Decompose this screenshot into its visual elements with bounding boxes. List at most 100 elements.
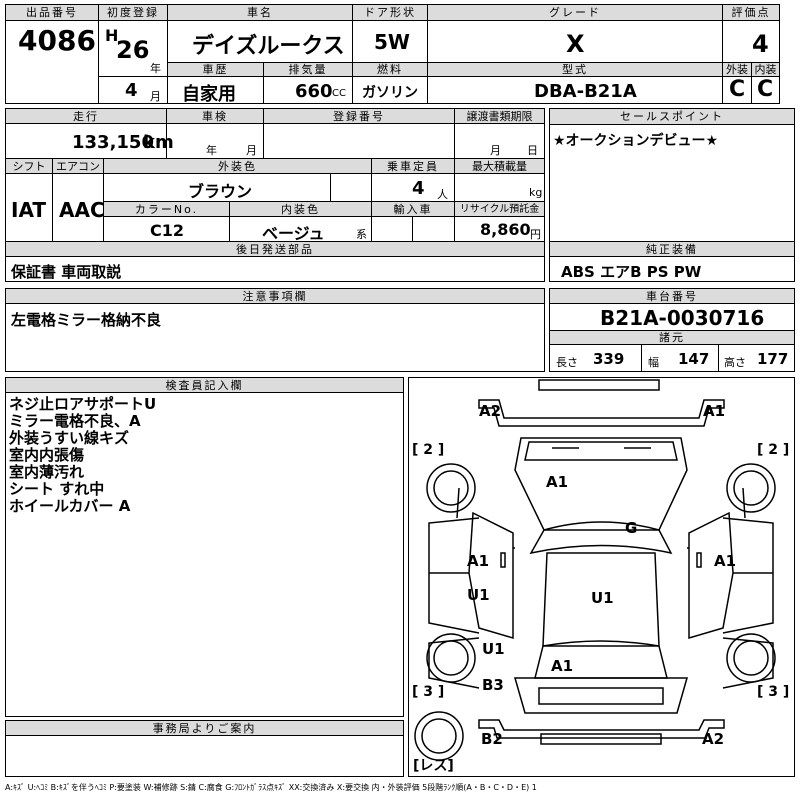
capacity: 4 <box>412 178 425 199</box>
damage-mark: U1 <box>591 589 614 607</box>
displacement-label: 排気量 <box>264 63 352 77</box>
fuel: ガソリン <box>362 85 418 101</box>
lot-number: 4086 <box>18 24 96 57</box>
mileage-unit: km <box>143 132 174 153</box>
damage-mark: U1 <box>467 586 490 604</box>
inspector-line: ホイールカバー A <box>9 497 131 515</box>
grade: X <box>566 30 585 58</box>
recycle: 8,860 <box>480 220 531 239</box>
tire-mark: [ 2 ] <box>757 442 789 458</box>
color-no: C12 <box>150 221 185 240</box>
inspector-line: ネジ止ロアサポートU <box>9 395 157 413</box>
damage-mark: A1 <box>551 657 573 675</box>
sales-point: ★オークションデビュー★ <box>553 133 719 149</box>
genuine-equipment: ABS エアB PS PW <box>561 263 702 281</box>
damage-mark: G <box>625 519 637 537</box>
reg-year: 26 <box>116 36 150 64</box>
chassis-number: B21A-0030716 <box>600 306 765 330</box>
inspector-line: 室内内張傷 <box>9 446 85 464</box>
insp-month-unit: 月 <box>246 144 257 157</box>
int-color-label: 内装色 <box>230 202 371 217</box>
int-color: ベージュ <box>262 224 325 243</box>
tire-mark: [レス] <box>413 758 454 774</box>
damage-mark: U1 <box>482 640 505 658</box>
transfer-label: 譲渡書類期限 <box>455 109 544 124</box>
later-items: 保証書 車両取説 <box>11 263 122 281</box>
damage-mark: A1 <box>546 473 568 491</box>
lot-label: 出品番号 <box>6 5 98 21</box>
mileage-label: 走行 <box>6 109 166 124</box>
reg-month-unit: 月 <box>150 90 161 103</box>
height: 177 <box>757 350 789 368</box>
notes-label: 注意事項欄 <box>6 289 544 304</box>
ac: AAC <box>59 198 105 222</box>
model-label: 型式 <box>428 63 722 77</box>
shift-label: シフト <box>6 159 52 174</box>
damage-mark: A1 <box>714 552 736 570</box>
recycle-unit: 円 <box>530 228 541 241</box>
ext-color-label: 外装色 <box>104 159 371 174</box>
car-name-label: 車名 <box>168 5 352 21</box>
ext-color: ブラウン <box>188 182 253 201</box>
car-damage-diagram: A2 A1 A1 G A1 A1 U1 U1 U1 A1 B3 B2 A2 [ … <box>412 379 789 774</box>
exterior: C <box>729 77 746 102</box>
transfer-month-unit: 月 <box>490 144 501 157</box>
doors-label: ドア形状 <box>353 5 427 21</box>
mileage: 133,150 <box>72 132 154 153</box>
damage-mark: A1 <box>703 402 725 420</box>
transfer-day-unit: 日 <box>527 144 538 157</box>
damage-diagram-box <box>408 377 795 777</box>
width: 147 <box>678 350 710 368</box>
inspector-line: ミラー電格不良、A <box>9 412 141 430</box>
interior: C <box>757 77 774 102</box>
color-no-label: カラーNo. <box>104 202 229 217</box>
inspector-line: 室内薄汚れ <box>9 463 85 481</box>
damage-mark: B2 <box>481 730 503 748</box>
later-items-label: 後日発送部品 <box>6 242 544 257</box>
chassis-label: 車台番号 <box>550 289 794 304</box>
sales-point-label: セールスポイント <box>550 109 794 125</box>
score: 4 <box>752 30 769 58</box>
specs-label: 諸元 <box>550 331 794 345</box>
grade-label: グレード <box>428 5 722 21</box>
inspector-box <box>5 377 404 717</box>
reg-year-unit: 年 <box>150 62 161 75</box>
capacity-unit: 人 <box>437 188 448 201</box>
max-load-unit: kg <box>529 186 543 199</box>
int-color-unit: 系 <box>356 228 367 241</box>
notes-value: 左電格ミラー格納不良 <box>11 311 162 329</box>
era: H <box>105 26 119 45</box>
damage-mark: A2 <box>702 730 724 748</box>
genuine-equipment-label: 純正装備 <box>550 242 794 257</box>
model: DBA-B21A <box>534 81 637 102</box>
damage-mark: B3 <box>482 676 504 694</box>
inspector-line: 外装うすい線キズ <box>9 429 130 447</box>
height-label: 高さ <box>724 356 746 369</box>
max-load-label: 最大積載量 <box>455 159 544 174</box>
displacement-unit: CC <box>332 88 346 99</box>
damage-mark: A2 <box>479 402 501 420</box>
inspector-line: シート すれ中 <box>9 480 105 498</box>
inspector-label: 検査員記入欄 <box>6 378 403 393</box>
legend: A:ｷｽﾞ U:ﾍｺﾐ B:ｷｽﾞを伴うﾍｺﾐ P:要塗装 W:補修跡 S:錆 … <box>5 783 537 792</box>
displacement: 660 <box>295 81 333 102</box>
import-label: 輸入車 <box>372 202 454 217</box>
insp-year-unit: 年 <box>206 144 217 157</box>
length: 339 <box>593 350 625 368</box>
tire-mark: [ 3 ] <box>757 684 789 700</box>
ac-label: エアコン <box>53 159 103 174</box>
first-reg-label: 初度登録 <box>99 5 167 21</box>
office-label: 事務局よりご案内 <box>6 721 403 736</box>
damage-mark: A1 <box>467 552 489 570</box>
doors: 5W <box>374 30 410 54</box>
recycle-label: リサイクル預託金 <box>455 202 544 217</box>
interior-label: 内装 <box>752 63 779 77</box>
reg-no-label: 登録番号 <box>264 109 454 124</box>
car-name: デイズルークス <box>192 34 345 59</box>
reg-month: 4 <box>125 80 138 101</box>
score-label: 評価点 <box>723 5 779 21</box>
tire-mark: [ 3 ] <box>412 684 444 700</box>
shift: IAT <box>11 198 47 222</box>
width-label: 幅 <box>648 356 659 369</box>
exterior-label: 外装 <box>723 63 751 77</box>
